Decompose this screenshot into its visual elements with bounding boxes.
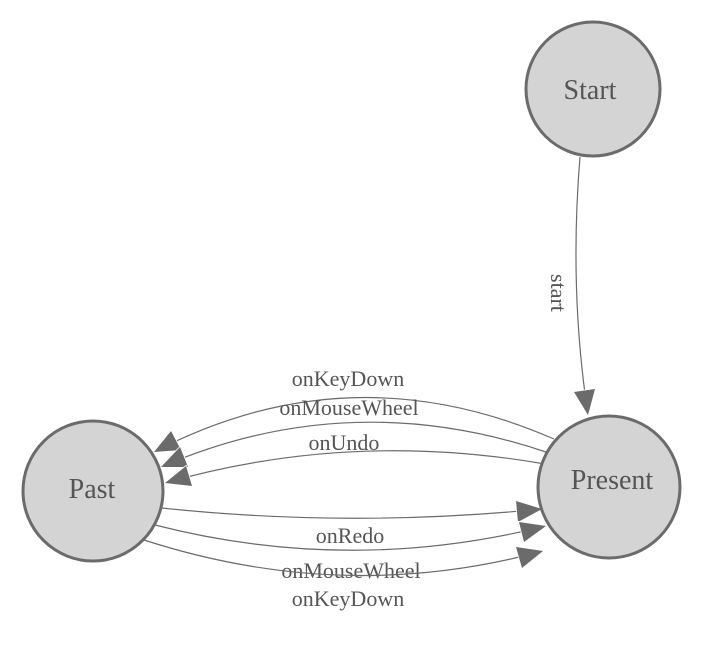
state-label-present: Present	[571, 465, 654, 496]
edge-present-to-past-onkeydown: onKeyDown	[152, 366, 555, 453]
edge-present-to-past-onundo: onUndo	[163, 430, 546, 487]
state-node-past: Past	[21, 419, 165, 563]
edge-label-onkeydown-top: onKeyDown	[292, 366, 404, 391]
edge-path-onkeydown-bottom	[143, 539, 544, 577]
edge-path-onundo	[164, 450, 546, 484]
edge-label-onundo: onUndo	[309, 430, 380, 455]
arrowhead-icon	[572, 388, 597, 418]
arrowhead-icon	[163, 464, 194, 487]
state-label-start: Start	[564, 75, 617, 106]
edge-path-onmousewheel-bottom	[154, 524, 547, 551]
state-circle-present[interactable]	[536, 414, 682, 560]
edge-start-to-present: start	[546, 156, 597, 418]
edge-past-to-present-onmousewheel: onMouseWheel	[154, 521, 549, 583]
edge-path-onmousewheel-top	[160, 421, 550, 468]
edge-label-onkeydown-bottom: onKeyDown	[292, 586, 404, 611]
edge-label-onmousewheel-top: onMouseWheel	[279, 395, 418, 420]
edge-label-onmousewheel-bottom: onMouseWheel	[281, 558, 420, 583]
edge-path-start	[575, 156, 589, 416]
arrowhead-icon	[517, 521, 549, 544]
arrowhead-icon	[514, 546, 545, 570]
arrowhead-icon	[159, 445, 190, 468]
edge-past-to-present-onkeydown: onKeyDown	[143, 539, 545, 611]
edge-present-to-past-onmousewheel: onMouseWheel	[159, 395, 550, 468]
state-label-past: Past	[69, 474, 116, 505]
state-node-start: Start	[524, 20, 662, 158]
edge-label-onredo: onRedo	[316, 523, 384, 548]
arrowhead-icon	[515, 499, 545, 524]
edge-path-onredo	[161, 507, 543, 519]
arrowhead-icon	[152, 429, 183, 453]
state-node-present: Present	[536, 414, 682, 560]
state-circle-past[interactable]	[21, 419, 165, 563]
edge-label-start: start	[546, 274, 571, 312]
edge-path-onkeydown-top	[153, 396, 555, 453]
state-circle-start[interactable]	[524, 20, 662, 158]
edge-past-to-present-onredo: onRedo	[161, 499, 545, 548]
